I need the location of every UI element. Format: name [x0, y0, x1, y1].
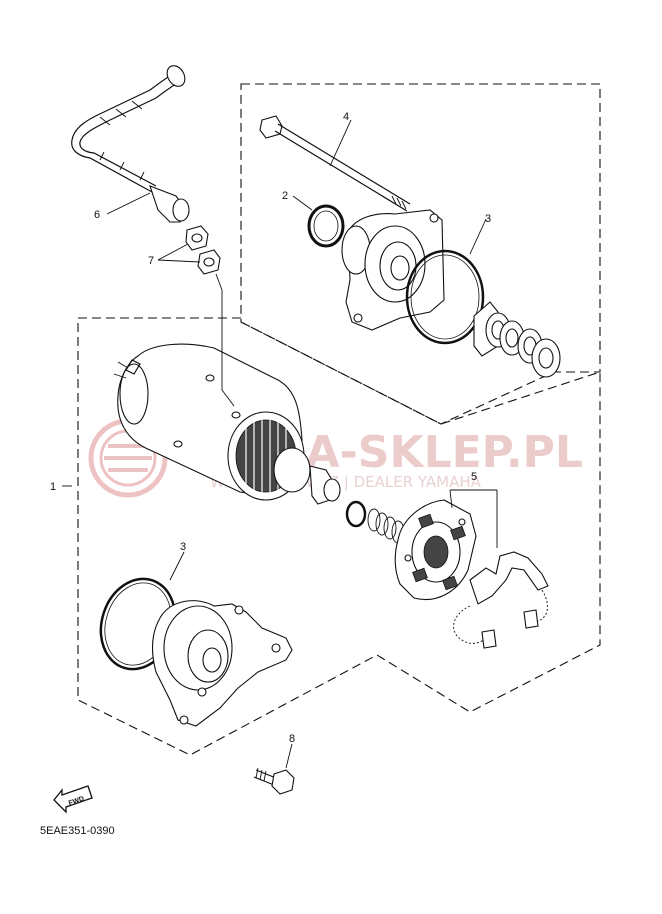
callout-7: 7 [148, 255, 154, 267]
starter-motor-body [113, 343, 341, 505]
callout-1: 1 [50, 481, 56, 493]
callout-2: 2 [282, 190, 288, 202]
callout-3-lower: 3 [180, 541, 186, 553]
callout-3-upper: 3 [485, 213, 491, 225]
nut-lower [197, 249, 221, 275]
through-bolt [259, 115, 411, 212]
assembly-outline-main [77, 317, 601, 756]
washer-stack [473, 301, 561, 378]
rear-end-cover [151, 600, 293, 727]
shaft-washer [345, 500, 367, 528]
drawing-code: 5EAE351-0390 [40, 825, 115, 837]
leader-lines [62, 119, 498, 769]
o-ring-small [307, 204, 345, 248]
brush-lead-bracket [453, 551, 549, 649]
fwd-label: FWD [68, 796, 85, 808]
mounting-bolt [253, 767, 295, 795]
fwd-arrow-icon: FWD [53, 785, 93, 814]
front-end-cover [341, 209, 445, 331]
o-ring-upper [405, 249, 485, 345]
brush-holder-plate [394, 499, 477, 600]
starter-cable-lead [71, 65, 190, 223]
nut-upper [185, 225, 209, 251]
callout-8: 8 [289, 733, 295, 745]
callout-4: 4 [343, 111, 349, 123]
callout-5: 5 [471, 471, 477, 483]
callout-6: 6 [94, 209, 100, 221]
callout-labels: 1 2 3 3 4 5 6 7 8 [50, 111, 491, 745]
